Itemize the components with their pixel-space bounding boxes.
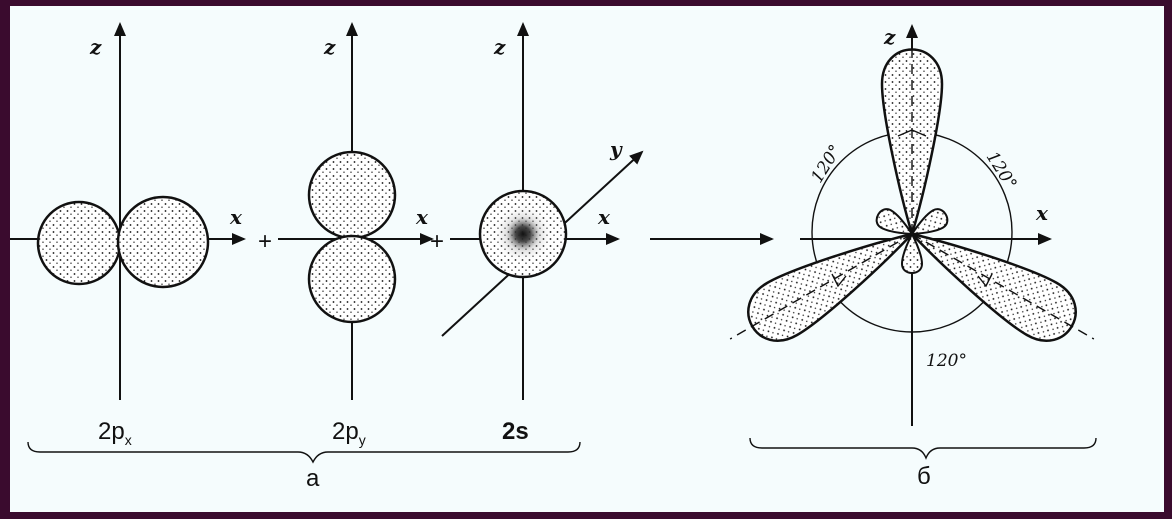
z-label: z — [323, 35, 336, 59]
p-lobe-left — [38, 202, 120, 284]
brace — [28, 442, 580, 462]
group-label-b: б — [917, 463, 931, 490]
figure-canvas: z x 2px + z x 2py + — [10, 6, 1164, 512]
orbital-label-2s: 2s — [502, 418, 529, 445]
brace — [750, 438, 1096, 458]
hybrid-lobe-top — [882, 46, 942, 234]
plus-sign: + — [430, 228, 444, 255]
z-label: z — [493, 35, 506, 59]
orbital-label-2py: 2py — [332, 418, 366, 448]
group-label-a: а — [306, 465, 320, 492]
orbital-2px: z x 2px — [10, 24, 244, 448]
x-label: x — [415, 205, 429, 229]
plus-sign: + — [258, 228, 272, 255]
angle-label-right: 120° — [982, 148, 1021, 193]
orbital-label-2px: 2px — [98, 418, 132, 448]
z-label: z — [89, 35, 102, 59]
x-label: x — [229, 205, 243, 229]
brace-a: а — [28, 442, 580, 492]
p-lobe-right — [118, 197, 208, 287]
orbital-hybridization-diagram: z x 2px + z x 2py + — [10, 6, 1164, 512]
x-label: x — [1035, 201, 1049, 225]
sp2-hybrid-orbital: 120° 120° 120° z x — [715, 25, 1109, 426]
brace-b: б — [750, 438, 1096, 490]
p-lobe-top — [309, 152, 395, 238]
z-label: z — [883, 25, 896, 49]
angle-label-bottom: 120° — [926, 351, 967, 371]
orbital-2s: z x y 2s — [442, 24, 642, 445]
y-label: y — [609, 137, 623, 161]
angle-label-left: 120° — [807, 141, 846, 186]
orbital-2py: z x 2py — [278, 24, 432, 448]
x-label: x — [597, 205, 611, 229]
s-core-density — [493, 204, 553, 264]
p-lobe-bottom — [309, 236, 395, 322]
